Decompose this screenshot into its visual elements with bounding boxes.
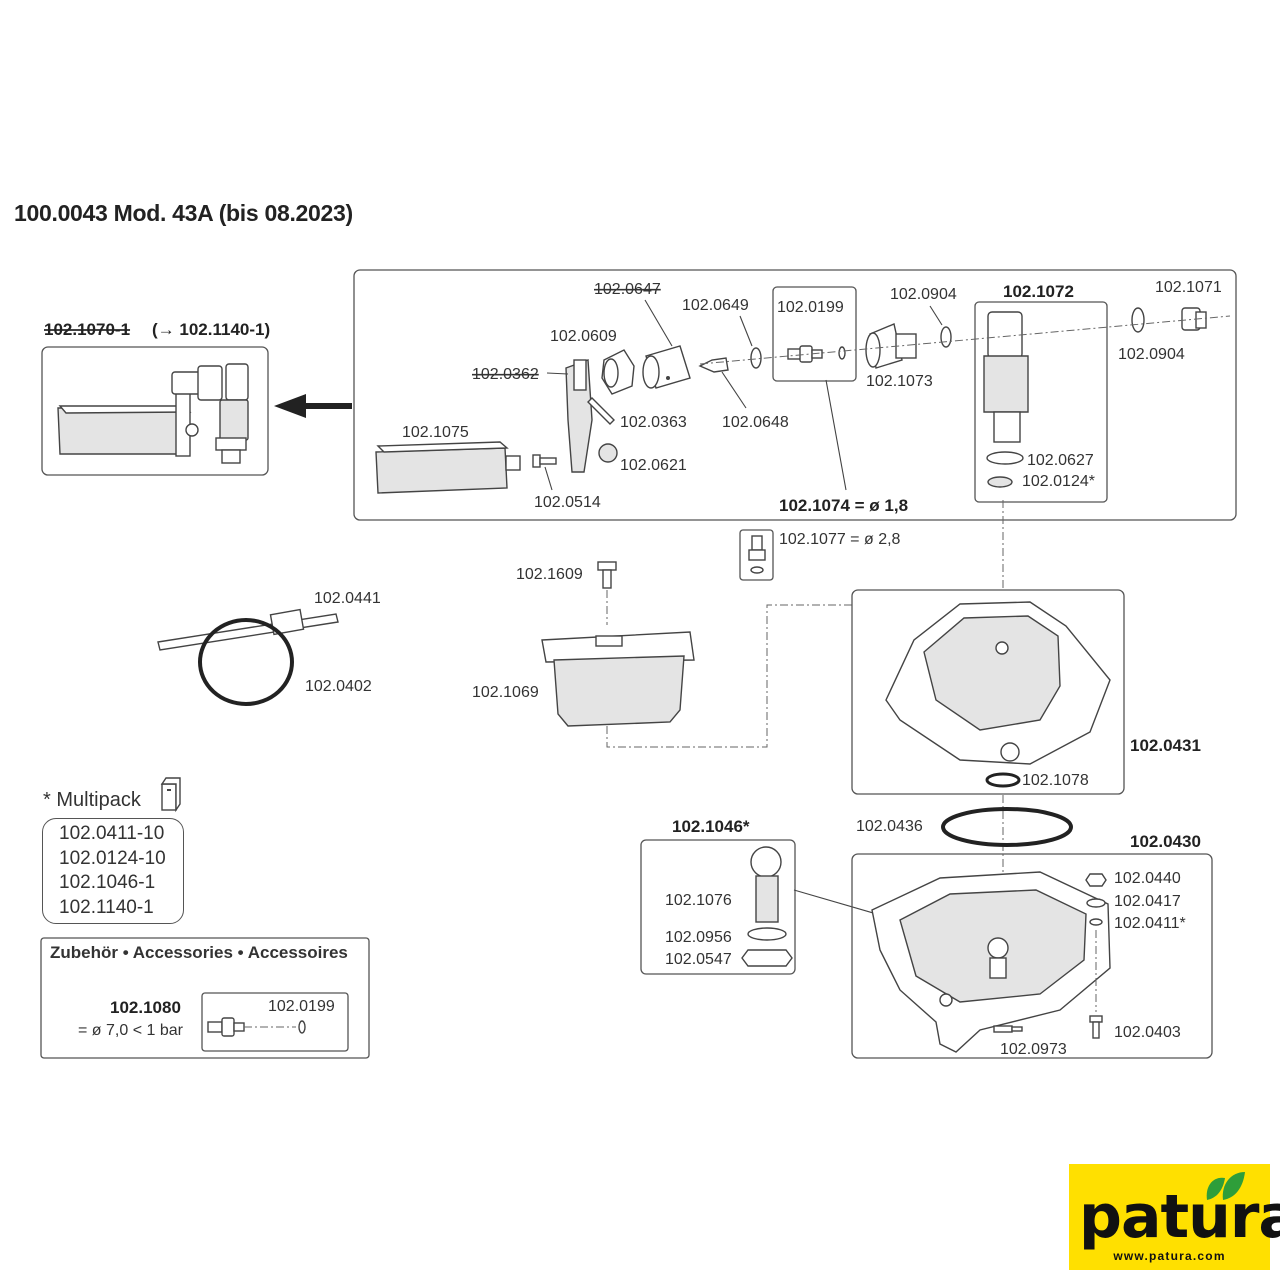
pin-0363-drawing bbox=[587, 397, 615, 425]
multipack-item: 102.1140-1 bbox=[59, 896, 154, 918]
label-102-1076: 102.1076 bbox=[665, 892, 732, 909]
multipack-list: 102.0411-10 102.0124-10 102.1046-1 102.1… bbox=[42, 818, 184, 924]
label-102-0441: 102.0441 bbox=[314, 590, 381, 607]
label-102-1072: 102.1072 bbox=[1003, 282, 1074, 301]
label-102-0956: 102.0956 bbox=[665, 929, 732, 946]
label-102-0363: 102.0363 bbox=[620, 414, 687, 431]
float-valve-assembly-drawing bbox=[57, 363, 249, 464]
label-102-0402: 102.0402 bbox=[305, 678, 372, 695]
connector-1073-drawing bbox=[865, 323, 917, 369]
bowl-0431-box bbox=[851, 589, 1125, 795]
washer-0904-drawing bbox=[940, 326, 952, 348]
screw-0973-drawing bbox=[993, 1025, 1023, 1033]
screw-0514-drawing bbox=[532, 454, 557, 468]
label-102-0621: 102.0621 bbox=[620, 457, 687, 474]
label-102-0514: 102.0514 bbox=[534, 494, 601, 511]
logo-wordmark: patura bbox=[1079, 1182, 1280, 1252]
nut-0609-drawing bbox=[601, 349, 635, 395]
needle-0648-drawing bbox=[698, 357, 729, 373]
accessories-title: Zubehör • Accessories • Accessoires bbox=[50, 943, 348, 962]
acc-item-number: 102.1080 bbox=[110, 998, 181, 1017]
label-102-0647: 102.0647 bbox=[594, 281, 661, 298]
jet-0199-box bbox=[772, 286, 857, 382]
label-102-1069: 102.1069 bbox=[472, 684, 539, 701]
label-102-0411: 102.0411* bbox=[1114, 915, 1186, 932]
jet-1077-box bbox=[739, 529, 774, 581]
acc-item-desc: = ø 7,0 < 1 bar bbox=[78, 1022, 184, 1039]
label-102-0547: 102.0547 bbox=[665, 951, 732, 968]
label-102-1078: 102.1078 bbox=[1022, 772, 1089, 789]
label-102-1077: 102.1077 = ø 2,8 bbox=[779, 531, 901, 548]
jet-1077-drawing bbox=[748, 535, 766, 574]
valve-parts-box bbox=[353, 269, 1237, 521]
multipack-box-icon bbox=[160, 777, 181, 813]
label-102-1046: 102.1046* bbox=[672, 817, 750, 836]
nipple-1046-box bbox=[640, 839, 796, 975]
label-102-1071: 102.1071 bbox=[1155, 279, 1222, 296]
bowl-0431-drawing bbox=[885, 601, 1111, 765]
knob-0621-drawing bbox=[598, 443, 618, 463]
label-102-0609: 102.0609 bbox=[550, 328, 617, 345]
accessories-box bbox=[40, 937, 370, 1059]
label-102-0649: 102.0649 bbox=[682, 297, 749, 314]
label-102-0904-b: 102.0904 bbox=[1118, 346, 1185, 363]
label-102-0403: 102.0403 bbox=[1114, 1024, 1181, 1041]
logo-url: www.patura.com bbox=[1113, 1249, 1226, 1263]
label-102-1074: 102.1074 = ø 1,8 bbox=[779, 496, 908, 515]
label-102-0973: 102.0973 bbox=[1000, 1041, 1067, 1058]
base-0430-box bbox=[851, 853, 1213, 1059]
label-102-0430: 102.0430 bbox=[1130, 832, 1201, 851]
nipple-1046-drawing bbox=[741, 846, 793, 967]
label-102-1075: 102.1075 bbox=[402, 424, 469, 441]
lever-0362-drawing bbox=[565, 359, 593, 473]
ring-0649-drawing bbox=[750, 347, 762, 369]
seal-1078-drawing bbox=[985, 772, 1021, 788]
assembly-arrow-icon bbox=[274, 394, 352, 418]
washer-0904-right-drawing bbox=[1131, 307, 1145, 333]
valve-body-1072-drawing bbox=[983, 311, 1029, 488]
label-102-0417: 102.0417 bbox=[1114, 893, 1181, 910]
screw-1609-drawing bbox=[597, 561, 617, 589]
label-102-0362: 102.0362 bbox=[472, 366, 539, 383]
multipack-item: 102.1046-1 bbox=[59, 872, 156, 893]
float-valve-box bbox=[41, 346, 269, 476]
base-0430-drawing bbox=[871, 871, 1111, 1053]
valve-body-1072-box bbox=[974, 301, 1108, 503]
bracket-0441-drawing bbox=[157, 608, 339, 706]
leaf-icon bbox=[1206, 1172, 1245, 1200]
float-1075-drawing bbox=[375, 441, 521, 494]
label-102-0904-a: 102.0904 bbox=[890, 286, 957, 303]
label-102-1073: 102.1073 bbox=[866, 373, 933, 390]
cover-1069-drawing bbox=[541, 631, 695, 727]
acc-part-label: 102.0199 bbox=[268, 998, 335, 1015]
patura-logo[interactable]: patura www.patura.com bbox=[1069, 1164, 1280, 1270]
multipack-item: 102.0124-10 bbox=[59, 847, 166, 869]
acc-part-box bbox=[201, 992, 349, 1052]
label-102-0199: 102.0199 bbox=[777, 299, 844, 316]
label-102-0124: 102.0124* bbox=[1022, 473, 1095, 490]
label-102-0648: 102.0648 bbox=[722, 414, 789, 431]
multipack-title: * Multipack bbox=[43, 789, 141, 811]
jet-0199-drawing bbox=[787, 345, 846, 363]
oring-0436-drawing bbox=[941, 807, 1073, 847]
label-102-0627: 102.0627 bbox=[1027, 452, 1094, 469]
multipack-item: 102.0411-10 bbox=[59, 823, 165, 844]
acc-jet-drawing bbox=[207, 1017, 306, 1037]
float-valve-old-number: 102.1070-1 bbox=[44, 320, 130, 339]
fastener-stack-drawing bbox=[1085, 873, 1107, 1039]
label-102-0436: 102.0436 bbox=[856, 818, 923, 835]
label-102-0431: 102.0431 bbox=[1130, 736, 1201, 755]
label-102-1609: 102.1609 bbox=[516, 566, 583, 583]
housing-0647-drawing bbox=[642, 345, 691, 389]
page-title: 100.0043 Mod. 43A (bis 08.2023) bbox=[14, 200, 353, 226]
float-valve-new-number: (→ 102.1140-1) bbox=[152, 320, 270, 339]
label-102-0440: 102.0440 bbox=[1114, 870, 1181, 887]
